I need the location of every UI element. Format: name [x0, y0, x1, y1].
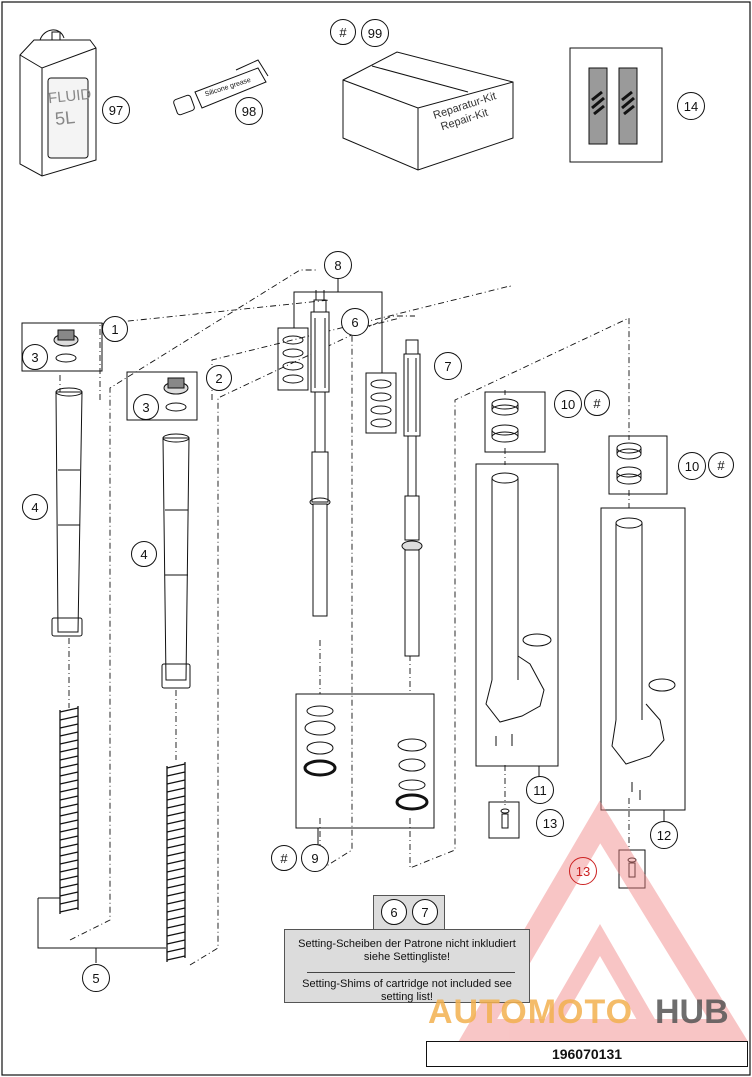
shim-box-7	[365, 372, 397, 434]
outer-tube-right-icon	[611, 517, 676, 800]
callout-3b[interactable]: 3	[133, 394, 159, 420]
note-divider	[307, 972, 515, 973]
callout-4a[interactable]: 4	[22, 494, 48, 520]
callout-2[interactable]: 2	[206, 365, 232, 391]
note-german: Setting-Scheiben der Patrone nicht inklu…	[298, 938, 516, 963]
watermark-text-hub: HUB	[655, 993, 729, 1031]
screw-icon-2	[627, 857, 637, 878]
left-spring-icon	[59, 706, 79, 914]
decal-frame	[569, 47, 663, 163]
seal-kit-icon	[303, 705, 429, 811]
callout-hash-kit[interactable]: #	[330, 19, 356, 45]
grease-tube-icon	[173, 59, 269, 116]
outer-tube-left-icon	[485, 472, 552, 746]
decal-icon	[588, 67, 638, 145]
left-fork-tube-icon	[51, 387, 83, 637]
callout-6[interactable]: 6	[341, 308, 369, 336]
note-english: Setting-Shims of cartridge not included …	[302, 978, 512, 1003]
callout-10a[interactable]: 10	[554, 390, 582, 418]
note-callout-6[interactable]: 6	[381, 899, 407, 925]
fluid-can-icon	[19, 29, 97, 177]
fork-cap-icon-2	[163, 377, 189, 412]
right-fork-tube-icon	[161, 433, 191, 689]
callout-1[interactable]: 1	[102, 316, 128, 342]
callout-12[interactable]: 12	[650, 821, 678, 849]
callout-hash-10b[interactable]: #	[708, 452, 734, 478]
callout-14[interactable]: 14	[677, 92, 705, 120]
watermark-text-auto: AUTOMOTO	[428, 993, 634, 1031]
callout-9[interactable]: 9	[301, 844, 329, 872]
callout-5[interactable]: 5	[82, 964, 110, 992]
shims-7-icon	[370, 379, 392, 428]
fork-cap-icon	[53, 329, 79, 363]
callout-99[interactable]: 99	[361, 19, 389, 47]
watermark-logo-icon	[458, 800, 748, 1041]
repair-kit-box-icon	[342, 51, 514, 171]
callout-4b[interactable]: 4	[131, 541, 157, 567]
bushing-icon-1	[491, 398, 519, 443]
note-callout-7[interactable]: 7	[412, 899, 438, 925]
callout-8[interactable]: 8	[324, 251, 352, 279]
callout-7[interactable]: 7	[434, 352, 462, 380]
callout-13b[interactable]: 13	[569, 857, 597, 885]
callout-hash-10a[interactable]: #	[584, 390, 610, 416]
screw-icon-1	[500, 808, 510, 829]
right-spring-icon	[166, 762, 186, 962]
callout-10b[interactable]: 10	[678, 452, 706, 480]
callout-13a[interactable]: 13	[536, 809, 564, 837]
cartridge-7-icon	[401, 339, 423, 657]
callout-11[interactable]: 11	[526, 776, 554, 804]
settings-note: Setting-Scheiben der Patrone nicht inklu…	[284, 929, 530, 1003]
callout-3a[interactable]: 3	[22, 344, 48, 370]
callout-98[interactable]: 98	[235, 97, 263, 125]
callout-97[interactable]: 97	[102, 96, 130, 124]
bushing-icon-2	[616, 442, 642, 485]
fluid-can-volume: 5L	[53, 107, 76, 129]
shim-box-6	[277, 327, 309, 391]
callout-hash-9[interactable]: #	[271, 845, 297, 871]
cartridge-6-icon	[309, 290, 331, 617]
diagram-number: 196070131	[426, 1041, 748, 1067]
shims-6-icon	[282, 335, 304, 384]
